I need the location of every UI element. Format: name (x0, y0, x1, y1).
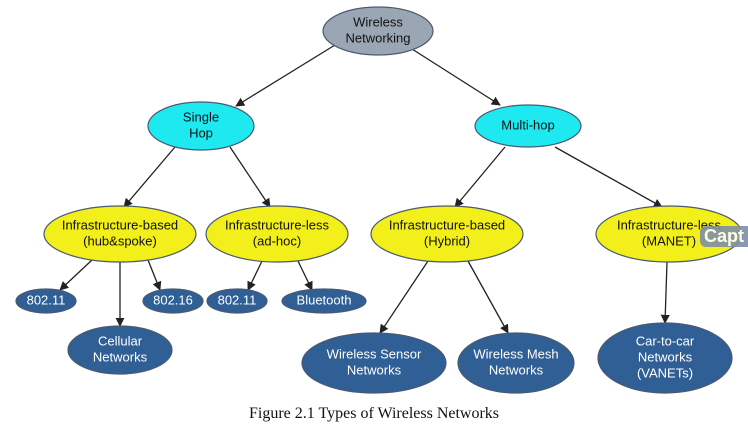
node-multi-hop: Multi-hop (474, 104, 582, 148)
node-label-line: Infrastructure-based (62, 217, 178, 232)
node-shape (281, 288, 367, 314)
node-label-line: Networks (347, 362, 402, 377)
edge-root-to-multi_hop (411, 48, 501, 106)
node-label-line: Wireless Sensor (327, 346, 422, 361)
edge-sh_infra_based-to-leaf_80216 (147, 259, 162, 291)
node-shape (474, 104, 582, 148)
node-shape (370, 205, 524, 263)
node-shape (67, 325, 173, 375)
node-label-line: Single (183, 109, 219, 124)
node-label-line: Cellular (98, 333, 143, 348)
node-shape (147, 101, 255, 151)
edge-mh_infra_based-to-leaf_wsn (379, 260, 429, 334)
edge-sh_infra_based-to-leaf_80211_a (59, 259, 93, 291)
node-shape (301, 332, 447, 394)
node-shape (15, 288, 77, 314)
node-shape (322, 6, 434, 56)
node-label-line: Wireless (353, 14, 403, 29)
edge-sh_infra_less-to-leaf_80211_b (247, 260, 263, 291)
node-sh-infra-based: Infrastructure-based(hub&spoke) (43, 205, 197, 263)
edge-multi_hop-to-mh_infra_less (554, 146, 663, 208)
edge-sh_infra_less-to-leaf_bluetooth (297, 260, 313, 291)
node-label-line: Networks (489, 362, 544, 377)
node-label-line: (hub&spoke) (83, 233, 157, 248)
node-label-line: Networks (638, 349, 693, 364)
node-shape (457, 332, 575, 394)
node-shape (142, 288, 204, 314)
node-leaf-bluetooth: Bluetooth (281, 288, 367, 314)
edge-mh_infra_less-to-leaf_vanet (660, 261, 670, 324)
node-label-line: (Hybrid) (424, 233, 470, 248)
node-shape (206, 288, 268, 314)
edge-root-to-single_hop (235, 44, 336, 107)
edge-single_hop-to-sh_infra_based (123, 146, 176, 208)
edge-multi_hop-to-mh_infra_based (454, 146, 506, 208)
figure-caption: Figure 2.1 Types of Wireless Networks (248, 405, 500, 422)
node-mh-infra-less: Infrastructure-less(MANET) (595, 205, 743, 263)
node-label-line: Networking (345, 30, 410, 45)
node-label-line: 802.11 (218, 292, 257, 307)
node-leaf-80216: 802.16 (142, 288, 204, 314)
node-label-line: Car-to-car (636, 333, 695, 348)
node-label-line: Networks (93, 349, 148, 364)
node-label-line: Infrastructure-less (225, 217, 330, 232)
node-label-line: (MANET) (642, 233, 696, 248)
node-label-line: (ad-hoc) (253, 233, 301, 248)
node-shape (205, 205, 349, 263)
node-label-line: 802.11 (27, 292, 66, 307)
node-label-line: Infrastructure-less (617, 217, 722, 232)
node-leaf-80211-a: 802.11 (15, 288, 77, 314)
node-shape (597, 322, 733, 394)
node-label-line: 802.16 (153, 292, 193, 307)
node-label-line: Hop (189, 125, 213, 140)
node-label-line: Multi-hop (501, 117, 554, 132)
node-label-line: Wireless Mesh (473, 346, 558, 361)
edge-single_hop-to-sh_infra_less (229, 146, 271, 208)
node-leaf-80211-b: 802.11 (206, 288, 268, 314)
edges-layer (59, 44, 670, 334)
watermark-label: Capt (700, 226, 748, 247)
edge-mh_infra_based-to-leaf_wmn (467, 260, 509, 334)
node-label-line: Bluetooth (297, 292, 352, 307)
node-sh-infra-less: Infrastructure-less(ad-hoc) (205, 205, 349, 263)
node-shape (43, 205, 197, 263)
node-label-line: Infrastructure-based (389, 217, 505, 232)
node-label-line: (VANETs) (637, 365, 693, 380)
node-mh-infra-based: Infrastructure-based(Hybrid) (370, 205, 524, 263)
